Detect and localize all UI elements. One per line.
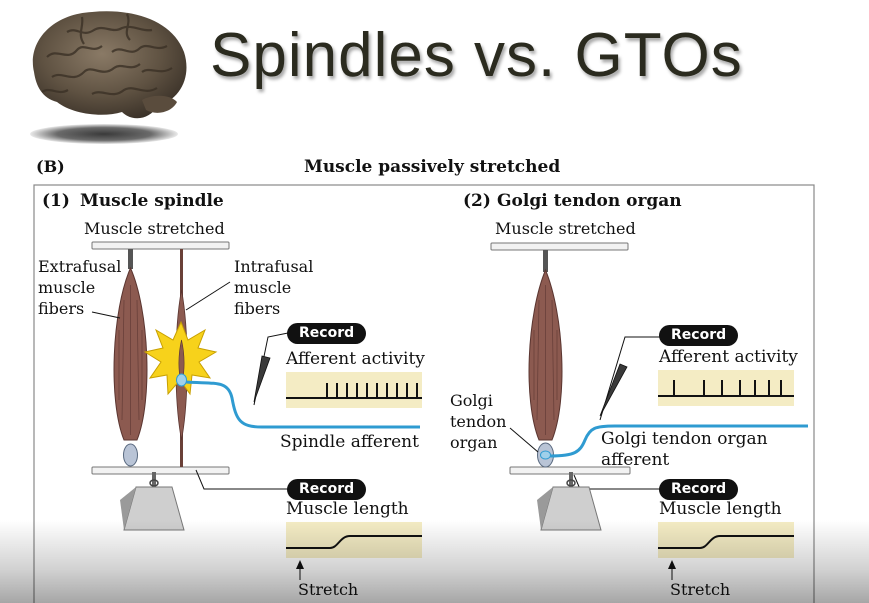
- gto-record-bottom-badge: Record: [659, 479, 739, 500]
- spindle-record-bottom-badge: Record: [287, 479, 367, 500]
- gto-muscle-length-label: Muscle length: [659, 499, 782, 519]
- gto-organ-label-line2: tendon: [450, 412, 507, 431]
- gto-muscle-stretched-label: Muscle stretched: [495, 219, 636, 238]
- spindle-afferent-line: [185, 380, 420, 429]
- spindle-bottom-bar: [91, 466, 230, 475]
- spindle-weight: [120, 472, 185, 531]
- intrafusal-label-line3: fibers: [234, 299, 281, 318]
- spindle-muscle-length-label: Muscle length: [286, 499, 409, 519]
- gto-electrode: [599, 363, 628, 417]
- gto-organ-label-line1: Golgi: [450, 391, 493, 410]
- gto-organ-label-line3: organ: [450, 433, 498, 452]
- gto-record-top-leader: [599, 336, 660, 421]
- gto-muscle: [528, 250, 563, 468]
- gto-afferent-label-line2: afferent: [601, 450, 670, 470]
- gto-afferent-line: [549, 424, 808, 458]
- intrafusal-label-line2: muscle: [234, 278, 292, 297]
- gto-activity-trace-box: [658, 370, 794, 406]
- gto-stretch-arrow-head: [668, 560, 676, 569]
- spindle-top-bar: [91, 241, 230, 250]
- spindle-stretch-label: Stretch: [298, 580, 359, 599]
- extrafusal-label-line1: Extrafusal: [38, 257, 122, 276]
- spindle-afferent-label: Spindle afferent: [280, 432, 419, 452]
- spindle-panel-title: Muscle spindle: [80, 191, 224, 211]
- spindle-activity-trace-box: [286, 372, 422, 408]
- gto-stretch-label: Stretch: [670, 580, 731, 599]
- gto-record-top-badge: Record: [659, 325, 739, 346]
- extrafusal-label-line2: muscle: [38, 278, 96, 297]
- extrafusal-muscle: [113, 249, 148, 467]
- figure-heading: Muscle passively stretched: [304, 157, 561, 177]
- spindle-record-top-leader: [253, 332, 289, 406]
- figure-frame: [33, 184, 815, 603]
- spindle-stretch-arrow-head: [296, 560, 304, 569]
- intrafusal-label-line1: Intrafusal: [234, 257, 314, 276]
- gto-length-trace-box: [658, 522, 794, 558]
- brain-image: [32, 11, 187, 119]
- gto-panel-title: Golgi tendon organ: [497, 191, 682, 211]
- extrafusal-label-line3: fibers: [38, 299, 85, 318]
- intrafusal-leader: [185, 281, 231, 311]
- spindle-length-trace-box: [286, 522, 422, 558]
- figure-panel-label: (B): [36, 157, 65, 176]
- spindle-electrode: [253, 355, 271, 403]
- gto-weight: [537, 472, 602, 531]
- brain-shadow: [30, 124, 178, 144]
- gto-panel-number: (2): [463, 191, 491, 211]
- spindle-record-bottom-leader: [195, 469, 288, 490]
- extrafusal-leader: [91, 311, 121, 319]
- gto-top-bar: [490, 242, 629, 251]
- gto-afferent-label-line1: Golgi tendon organ: [601, 429, 768, 449]
- gto-afferent-activity-label: Afferent activity: [659, 347, 798, 367]
- spindle-muscle-stretched-label: Muscle stretched: [84, 219, 225, 238]
- spindle-panel-number: (1): [42, 191, 70, 211]
- spindle-record-top-badge: Record: [287, 323, 367, 344]
- gto-organ-leader: [509, 427, 539, 453]
- spindle-afferent-activity-label: Afferent activity: [286, 349, 425, 369]
- slide-title: Spindles vs. GTOs: [210, 21, 743, 90]
